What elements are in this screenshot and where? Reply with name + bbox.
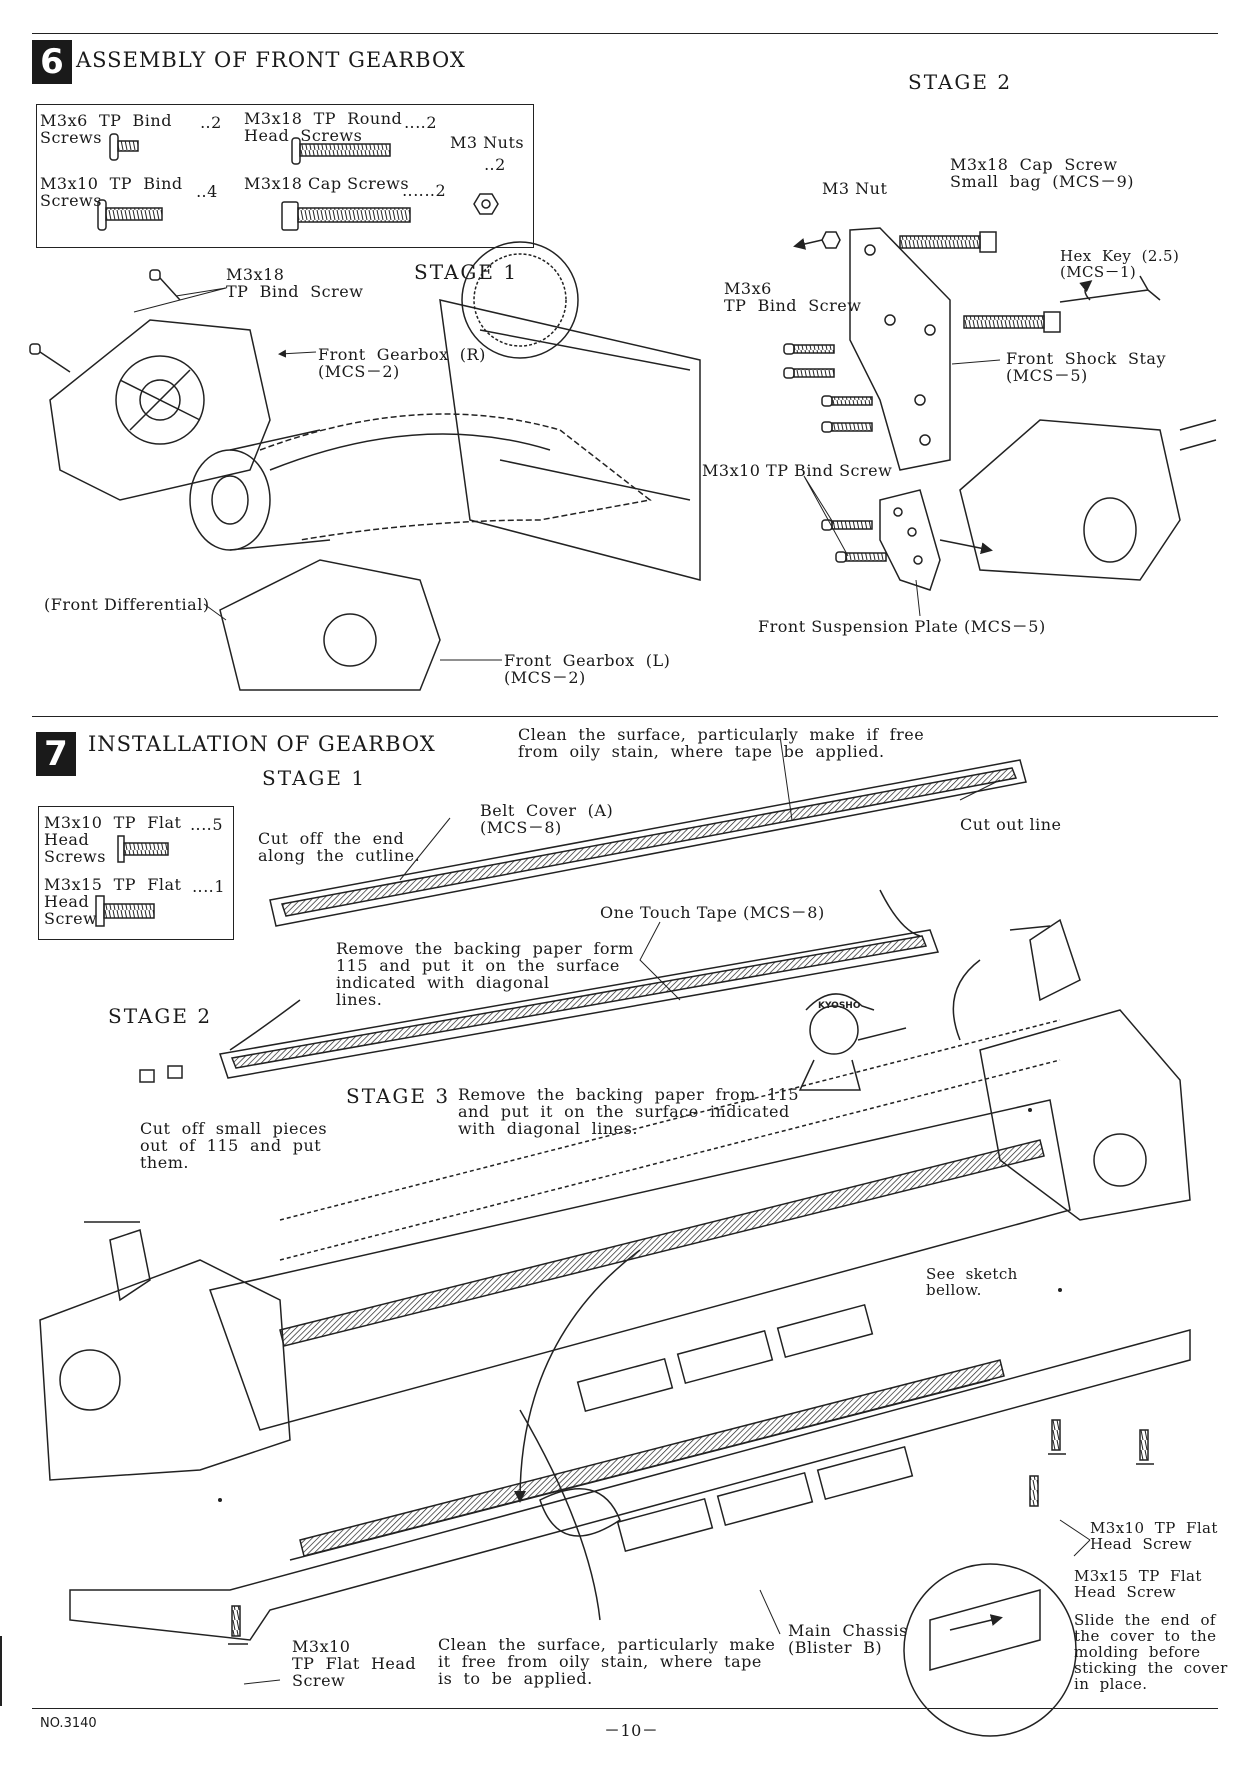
part-m3x18-round-name: M3x18 TP Round Head Screws [244,109,403,145]
label-m3x10-flat-right: M3x10 TP Flat Head Screw [1090,1519,1218,1553]
part-m3x18-cap-name: M3x18 Cap Screws [244,174,410,193]
doc-number: NO.3140 [40,1716,97,1731]
section-number-7: 7 [36,732,76,776]
part-m3x18-round-qty: ‥‥2 [404,113,438,132]
screw-icon-m3x6 [109,133,139,161]
part-m3-nuts-name: M3 Nuts [450,133,525,152]
label-front-suspension-plate: Front Suspension Plate (MCS－5) [758,617,1046,636]
label-m3x10-tp-bind: M3x10 TP Bind Screw [702,461,893,480]
section-title-6: ASSEMBLY OF FRONT GEARBOX [76,48,466,72]
part-m3x10-name: M3x10 TP Bind Screws [40,174,183,210]
label-m3x10-flat-bottom: M3x10 TP Flat Head Screw [292,1637,417,1690]
label-m3x6-tp-bind: M3x6 TP Bind Screw [724,279,862,315]
front-shock-stay-stage2-illustration [783,227,1217,617]
part-m3x18-cap-qty: ‥‥‥2 [402,181,447,200]
screw-icon-m3x18-round [291,137,391,165]
label-see-sketch: See sketch bellow. [926,1265,1018,1299]
part7-m3x15-name: M3x15 TP Flat Head Screw [44,875,182,928]
section-divider [32,716,1218,717]
label-belt-cover: Belt Cover (A) (MCS－8) [480,801,614,837]
section7-stage3-label: STAGE 3 [346,1084,451,1108]
part-m3x6-name: M3x6 TP Bind Screws [40,111,172,147]
label-front-gearbox-l: Front Gearbox (L) (MCS－2) [504,651,671,687]
flat-screw-icon-m3x15 [95,895,155,927]
section-title-7: INSTALLATION OF GEARBOX [88,732,436,756]
one-touch-tape-illustration [139,889,940,1083]
left-margin-mark [0,1636,2,1706]
page-number: －10－ [604,1721,659,1740]
parts-box-7 [38,806,234,940]
screw-icon-m3x10 [97,199,163,231]
part-m3x10-qty: ‥4 [196,182,218,201]
main-chassis-illustration [39,918,1191,1737]
label-m3-nut: M3 Nut [822,179,888,198]
label-front-shock-stay: Front Shock Stay (MCS－5) [1006,349,1166,385]
label-m3x18-tp-bind: M3x18 TP Bind Screw [226,265,364,301]
part-m3-nuts-qty: ‥2 [484,155,506,174]
part7-m3x10-qty: ‥‥5 [190,815,224,834]
label-slide-end: Slide the end of the cover to the moldin… [1074,1611,1228,1693]
section-number-6: 6 [32,40,72,84]
label-front-gearbox-r: Front Gearbox (R) (MCS－2) [318,345,486,381]
section7-stage2-label: STAGE 2 [108,1004,213,1028]
label-remove-backing-1: Remove the backing paper form 115 and pu… [336,939,634,1009]
label-main-chassis: Main Chassis (Blister B) [788,1621,908,1657]
label-cut-end: Cut off the end along the cutline. [258,829,421,865]
label-clean-top: Clean the surface, particularly make if … [518,725,925,761]
part7-m3x15-qty: ‥‥1 [192,877,226,896]
front-gearbox-stage1-illustration [29,241,701,691]
section7-stage1-label: STAGE 1 [262,766,367,790]
label-front-differential: (Front Differential) [44,595,210,614]
top-rule [32,33,1218,34]
label-m3x15-flat: M3x15 TP Flat Head Screw [1074,1567,1202,1601]
belt-cover-illustration [269,735,1027,927]
part7-m3x10-name: M3x10 TP Flat Head Screws [44,813,182,866]
label-cut-out-line: Cut out line [960,815,1062,834]
mascot-illustration [798,993,907,1091]
flat-screw-icon-m3x10 [117,835,169,863]
section6-stage2-label: STAGE 2 [908,70,1013,94]
label-one-touch-tape: One Touch Tape (MCS－8) [600,903,825,922]
bottom-rule [32,1708,1218,1709]
screw-icon-m3x18-cap [281,201,411,231]
label-remove-backing-3: Remove the backing paper from 115 and pu… [458,1085,800,1138]
part-m3x6-qty: ‥2 [200,113,222,132]
nut-icon [473,193,499,215]
mascot-cap-logo: KYOSHO [818,1001,861,1011]
parts-box-6 [36,104,534,248]
label-cut-small-pieces: Cut off small pieces out of 115 and put … [140,1119,328,1172]
label-clean-bottom: Clean the surface, particularly make it … [438,1635,776,1688]
label-m3x18-cap-screw: M3x18 Cap Screw Small bag (MCS－9) [950,155,1135,191]
label-hex-key: Hex Key (2.5) (MCS－1) [1060,247,1180,281]
